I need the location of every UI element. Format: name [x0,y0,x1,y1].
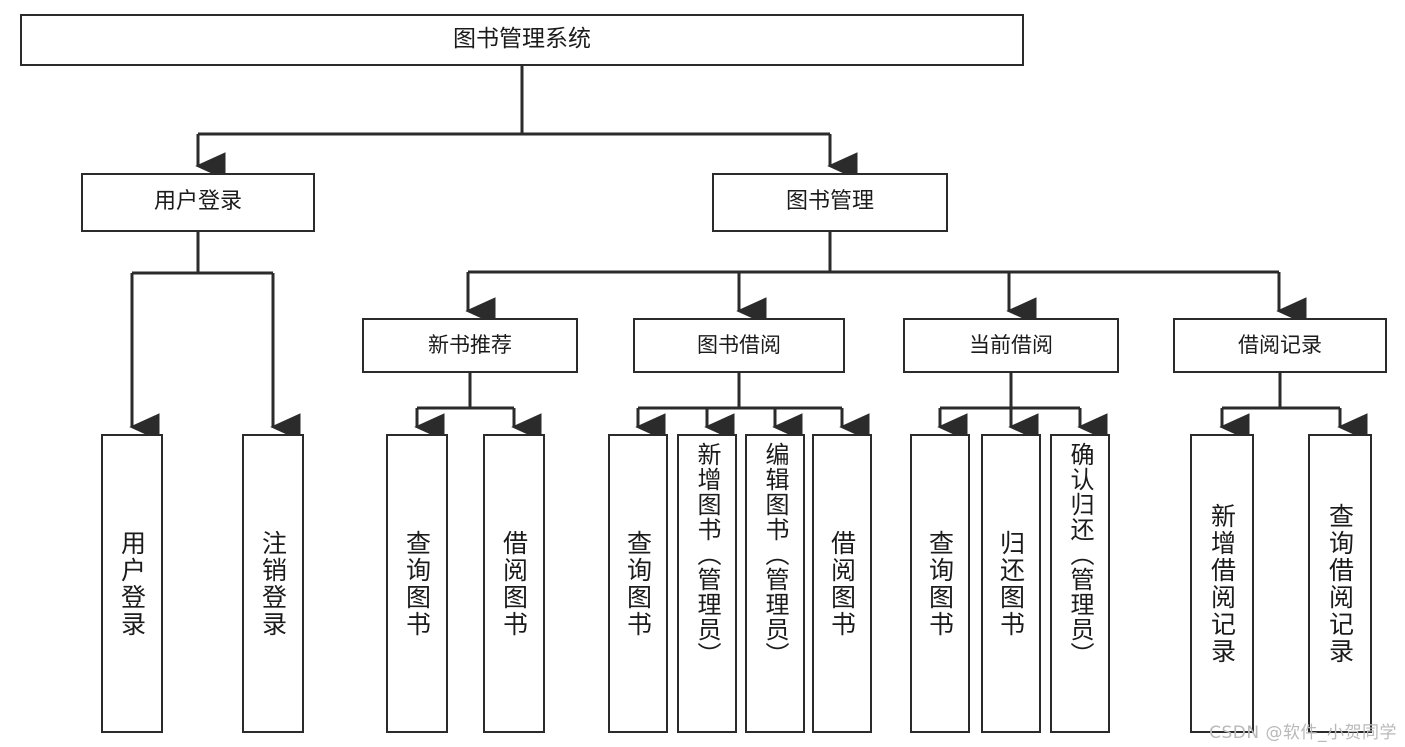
leaf-edit-book-label: 编辑图书（管理员） [761,442,789,667]
leaf-query-borrow-record[interactable]: 查询借阅记录 [1308,434,1372,733]
leaf-borrow-book-recommend[interactable]: 借阅图书 [483,434,545,733]
leaf-borrow-book-label: 借阅图书 [827,529,857,638]
node-user-login-label: 用户登录 [153,189,242,215]
leaf-borrow-book-recommend-label: 借阅图书 [499,529,529,638]
node-user-login[interactable]: 用户登录 [81,173,315,232]
node-borrow-records-label: 借阅记录 [1238,332,1322,357]
leaf-query-book-recommend[interactable]: 查询图书 [386,434,448,733]
leaf-query-borrow-record-label: 查询借阅记录 [1325,502,1355,665]
leaf-query-book-current-label: 查询图书 [925,529,955,638]
leaf-user-login[interactable]: 用户登录 [101,434,163,733]
node-current-borrow[interactable]: 当前借阅 [903,318,1119,373]
leaf-return-book[interactable]: 归还图书 [981,434,1041,733]
node-root-system[interactable]: 图书管理系统 [20,14,1024,66]
leaf-return-book-label: 归还图书 [996,529,1026,638]
leaf-query-book-recommend-label: 查询图书 [402,529,432,638]
leaf-add-borrow-record-label: 新增借阅记录 [1207,502,1237,665]
leaf-user-logout-label: 注销登录 [258,529,288,638]
leaf-confirm-return-label: 确认归还（管理员） [1066,442,1094,667]
leaf-user-login-label: 用户登录 [117,529,147,638]
node-new-book-recommend-label: 新书推荐 [428,332,512,357]
leaf-query-book-borrow[interactable]: 查询图书 [608,434,668,733]
node-book-borrow-label: 图书借阅 [697,332,781,357]
leaf-confirm-return[interactable]: 确认归还（管理员） [1050,434,1110,733]
leaf-edit-book[interactable]: 编辑图书（管理员） [745,434,805,733]
watermark: CSDN @软件_小贺同学 [1209,723,1397,743]
leaf-user-logout[interactable]: 注销登录 [242,434,304,733]
node-book-borrow[interactable]: 图书借阅 [633,318,845,373]
leaf-query-book-borrow-label: 查询图书 [623,529,653,638]
leaf-add-borrow-record[interactable]: 新增借阅记录 [1190,434,1254,733]
leaf-borrow-book[interactable]: 借阅图书 [812,434,872,733]
leaf-query-book-current[interactable]: 查询图书 [910,434,970,733]
node-root-label: 图书管理系统 [453,26,591,53]
leaf-add-book-label: 新增图书（管理员） [693,442,721,667]
node-book-manage-label: 图书管理 [785,189,874,215]
node-new-book-recommend[interactable]: 新书推荐 [362,318,578,373]
node-current-borrow-label: 当前借阅 [969,332,1053,357]
node-book-manage[interactable]: 图书管理 [712,173,948,232]
leaf-add-book[interactable]: 新增图书（管理员） [677,434,737,733]
node-borrow-records[interactable]: 借阅记录 [1173,318,1387,373]
